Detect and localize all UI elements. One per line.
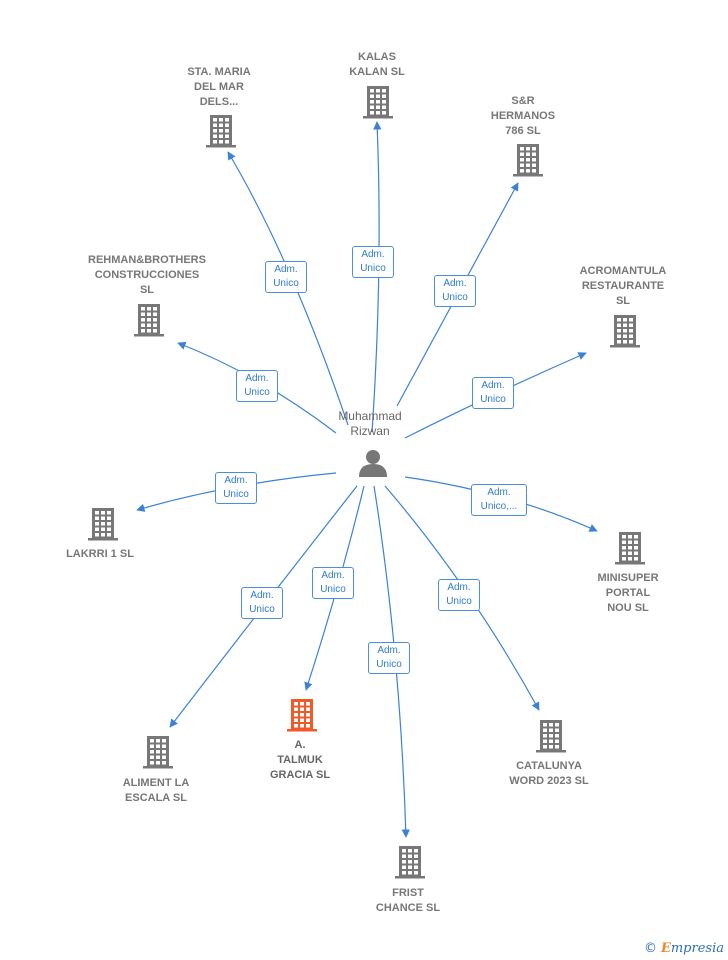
building-icon-minisuper bbox=[615, 532, 645, 565]
edge-label-frist: Adm. Unico bbox=[368, 642, 410, 674]
building-icon-sr bbox=[513, 144, 543, 177]
company-label-rehman: REHMAN&BROTHERS CONSTRUCCIONES SL bbox=[88, 254, 206, 296]
brand-name: mpresia bbox=[670, 941, 724, 956]
company-label-talmuk: A. TALMUK GRACIA SL bbox=[269, 739, 331, 781]
building-icon-talmuk bbox=[287, 699, 317, 732]
company-label-kalas: KALAS KALAN SL bbox=[349, 51, 405, 78]
copyright-symbol: © bbox=[643, 941, 657, 956]
company-label-stamaria: STA. MARIA DEL MAR DELS... bbox=[187, 66, 251, 108]
building-icon-lakrri bbox=[88, 508, 118, 541]
building-icon-rehman bbox=[134, 304, 164, 337]
icons-layer bbox=[88, 86, 645, 879]
edges-layer bbox=[136, 121, 598, 838]
building-icon-frist bbox=[395, 846, 425, 879]
building-icon-acromantula bbox=[610, 315, 640, 348]
edge-label-acromantula: Adm. Unico bbox=[472, 377, 514, 409]
edge-label-sr: Adm. Unico bbox=[434, 275, 476, 307]
company-label-acromantula: ACROMANTULA RESTAURANTE SL bbox=[579, 265, 667, 307]
company-label-minisuper: MINISUPER PORTAL NOU SL bbox=[597, 572, 659, 614]
edge-label-minisuper: Adm. Unico,... bbox=[471, 484, 527, 516]
company-label-catalunya: CATALUNYA WORD 2023 SL bbox=[509, 760, 589, 787]
center-person-label: Muhammad Rizwan bbox=[338, 409, 402, 438]
company-label-frist: FRIST CHANCE SL bbox=[375, 887, 441, 914]
brand-initial: E bbox=[660, 941, 671, 956]
edge-label-catalunya: Adm. Unico bbox=[438, 579, 480, 611]
person-icon bbox=[359, 450, 387, 477]
edge-label-kalas: Adm. Unico bbox=[352, 246, 394, 278]
company-label-aliment: ALIMENT LA ESCALA SL bbox=[122, 777, 190, 804]
edge-label-aliment: Adm. Unico bbox=[241, 587, 283, 619]
edge-label-talmuk: Adm. Unico bbox=[312, 567, 354, 599]
building-icon-aliment bbox=[143, 736, 173, 769]
edge-label-rehman: Adm. Unico bbox=[236, 370, 278, 402]
brand-footer: ©Empresia bbox=[644, 941, 724, 956]
edge-label-lakrri: Adm. Unico bbox=[215, 472, 257, 504]
edge-label-stamaria: Adm. Unico bbox=[265, 261, 307, 293]
company-label-sr: S&R HERMANOS 786 SL bbox=[490, 95, 556, 137]
company-label-lakrri: LAKRRI 1 SL bbox=[66, 548, 134, 560]
building-icon-catalunya bbox=[536, 720, 566, 753]
building-icon-stamaria bbox=[206, 115, 236, 148]
building-icon-kalas bbox=[363, 86, 393, 119]
